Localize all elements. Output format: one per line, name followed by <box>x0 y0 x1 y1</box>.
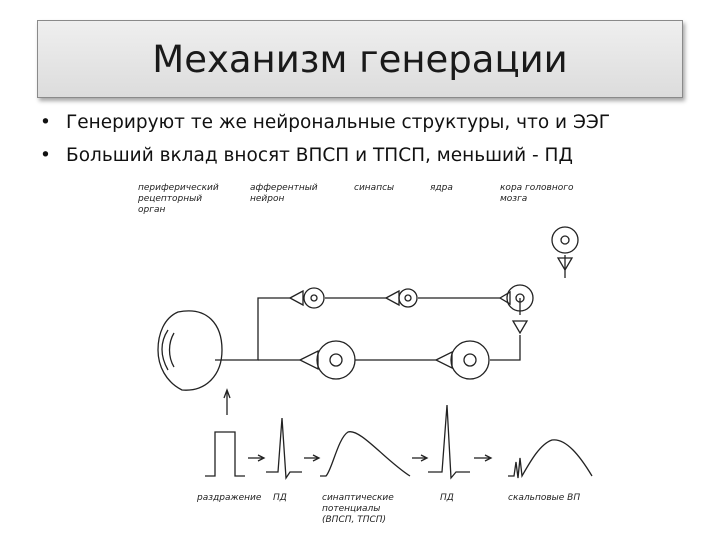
synapse-triangle-icon <box>498 290 511 306</box>
neuron-icon <box>316 340 356 380</box>
synapse-triangle-icon <box>298 349 319 371</box>
page-title: Механизм генерации <box>152 37 568 81</box>
bullet-icon: • <box>40 112 51 133</box>
label-stimulus: раздражение <box>196 493 262 503</box>
label-receptor: периферический рецепторный орган <box>137 183 222 215</box>
label-afferent: афферентный нейрон <box>250 183 321 204</box>
synapse-triangle-icon <box>556 257 574 272</box>
pathway-wires <box>215 255 566 361</box>
arrow-icon <box>412 454 429 462</box>
bullet-item: • Генерируют те же нейрональные структуры… <box>40 106 700 139</box>
label-ap-1: ПД <box>273 493 287 503</box>
neuron-icon <box>450 340 490 380</box>
bullet-list: • Генерируют те же нейрональные структуры… <box>40 106 700 172</box>
synapse-triangle-icon <box>384 289 400 307</box>
label-synapses: синапсы <box>354 183 394 193</box>
bullet-text: Генерируют те же нейрональные структуры,… <box>66 112 611 133</box>
title-box: Механизм генерации <box>37 20 683 98</box>
neuron-icon <box>506 284 534 312</box>
synapse-triangle-icon <box>288 289 304 307</box>
neuron-icon <box>551 226 579 254</box>
label-nuclei: ядра <box>430 183 453 193</box>
label-ap-2: ПД <box>440 493 454 503</box>
bullet-text: Больший вклад вносят ВПСП и ТПСП, меньши… <box>66 145 573 166</box>
synapse-triangle-icon <box>434 350 453 370</box>
neuron-icon <box>303 287 325 309</box>
synapse-triangle-icon <box>511 320 529 335</box>
arrow-icon <box>248 454 266 462</box>
stimulus-arrow <box>223 388 231 415</box>
label-synaptic-potentials: синаптические потенциалы (ВПСП, ТПСП) <box>322 493 397 525</box>
arrow-icon <box>474 454 493 462</box>
eye-icon <box>157 310 223 391</box>
label-cortex: кора головного мозга <box>500 183 576 204</box>
action-potential-waveform <box>266 417 302 480</box>
action-potential-waveform <box>428 404 470 480</box>
neuron-icon <box>398 288 418 308</box>
synaptic-potential-waveform <box>320 431 411 477</box>
bullet-icon: • <box>40 145 51 166</box>
scalp-evoked-potential-waveform <box>508 439 593 479</box>
stimulus-waveform <box>205 431 245 477</box>
label-scalp-ep: скальповые ВП <box>508 493 580 503</box>
bullet-item: • Больший вклад вносят ВПСП и ТПСП, меньш… <box>40 139 700 172</box>
arrow-icon <box>304 454 321 462</box>
